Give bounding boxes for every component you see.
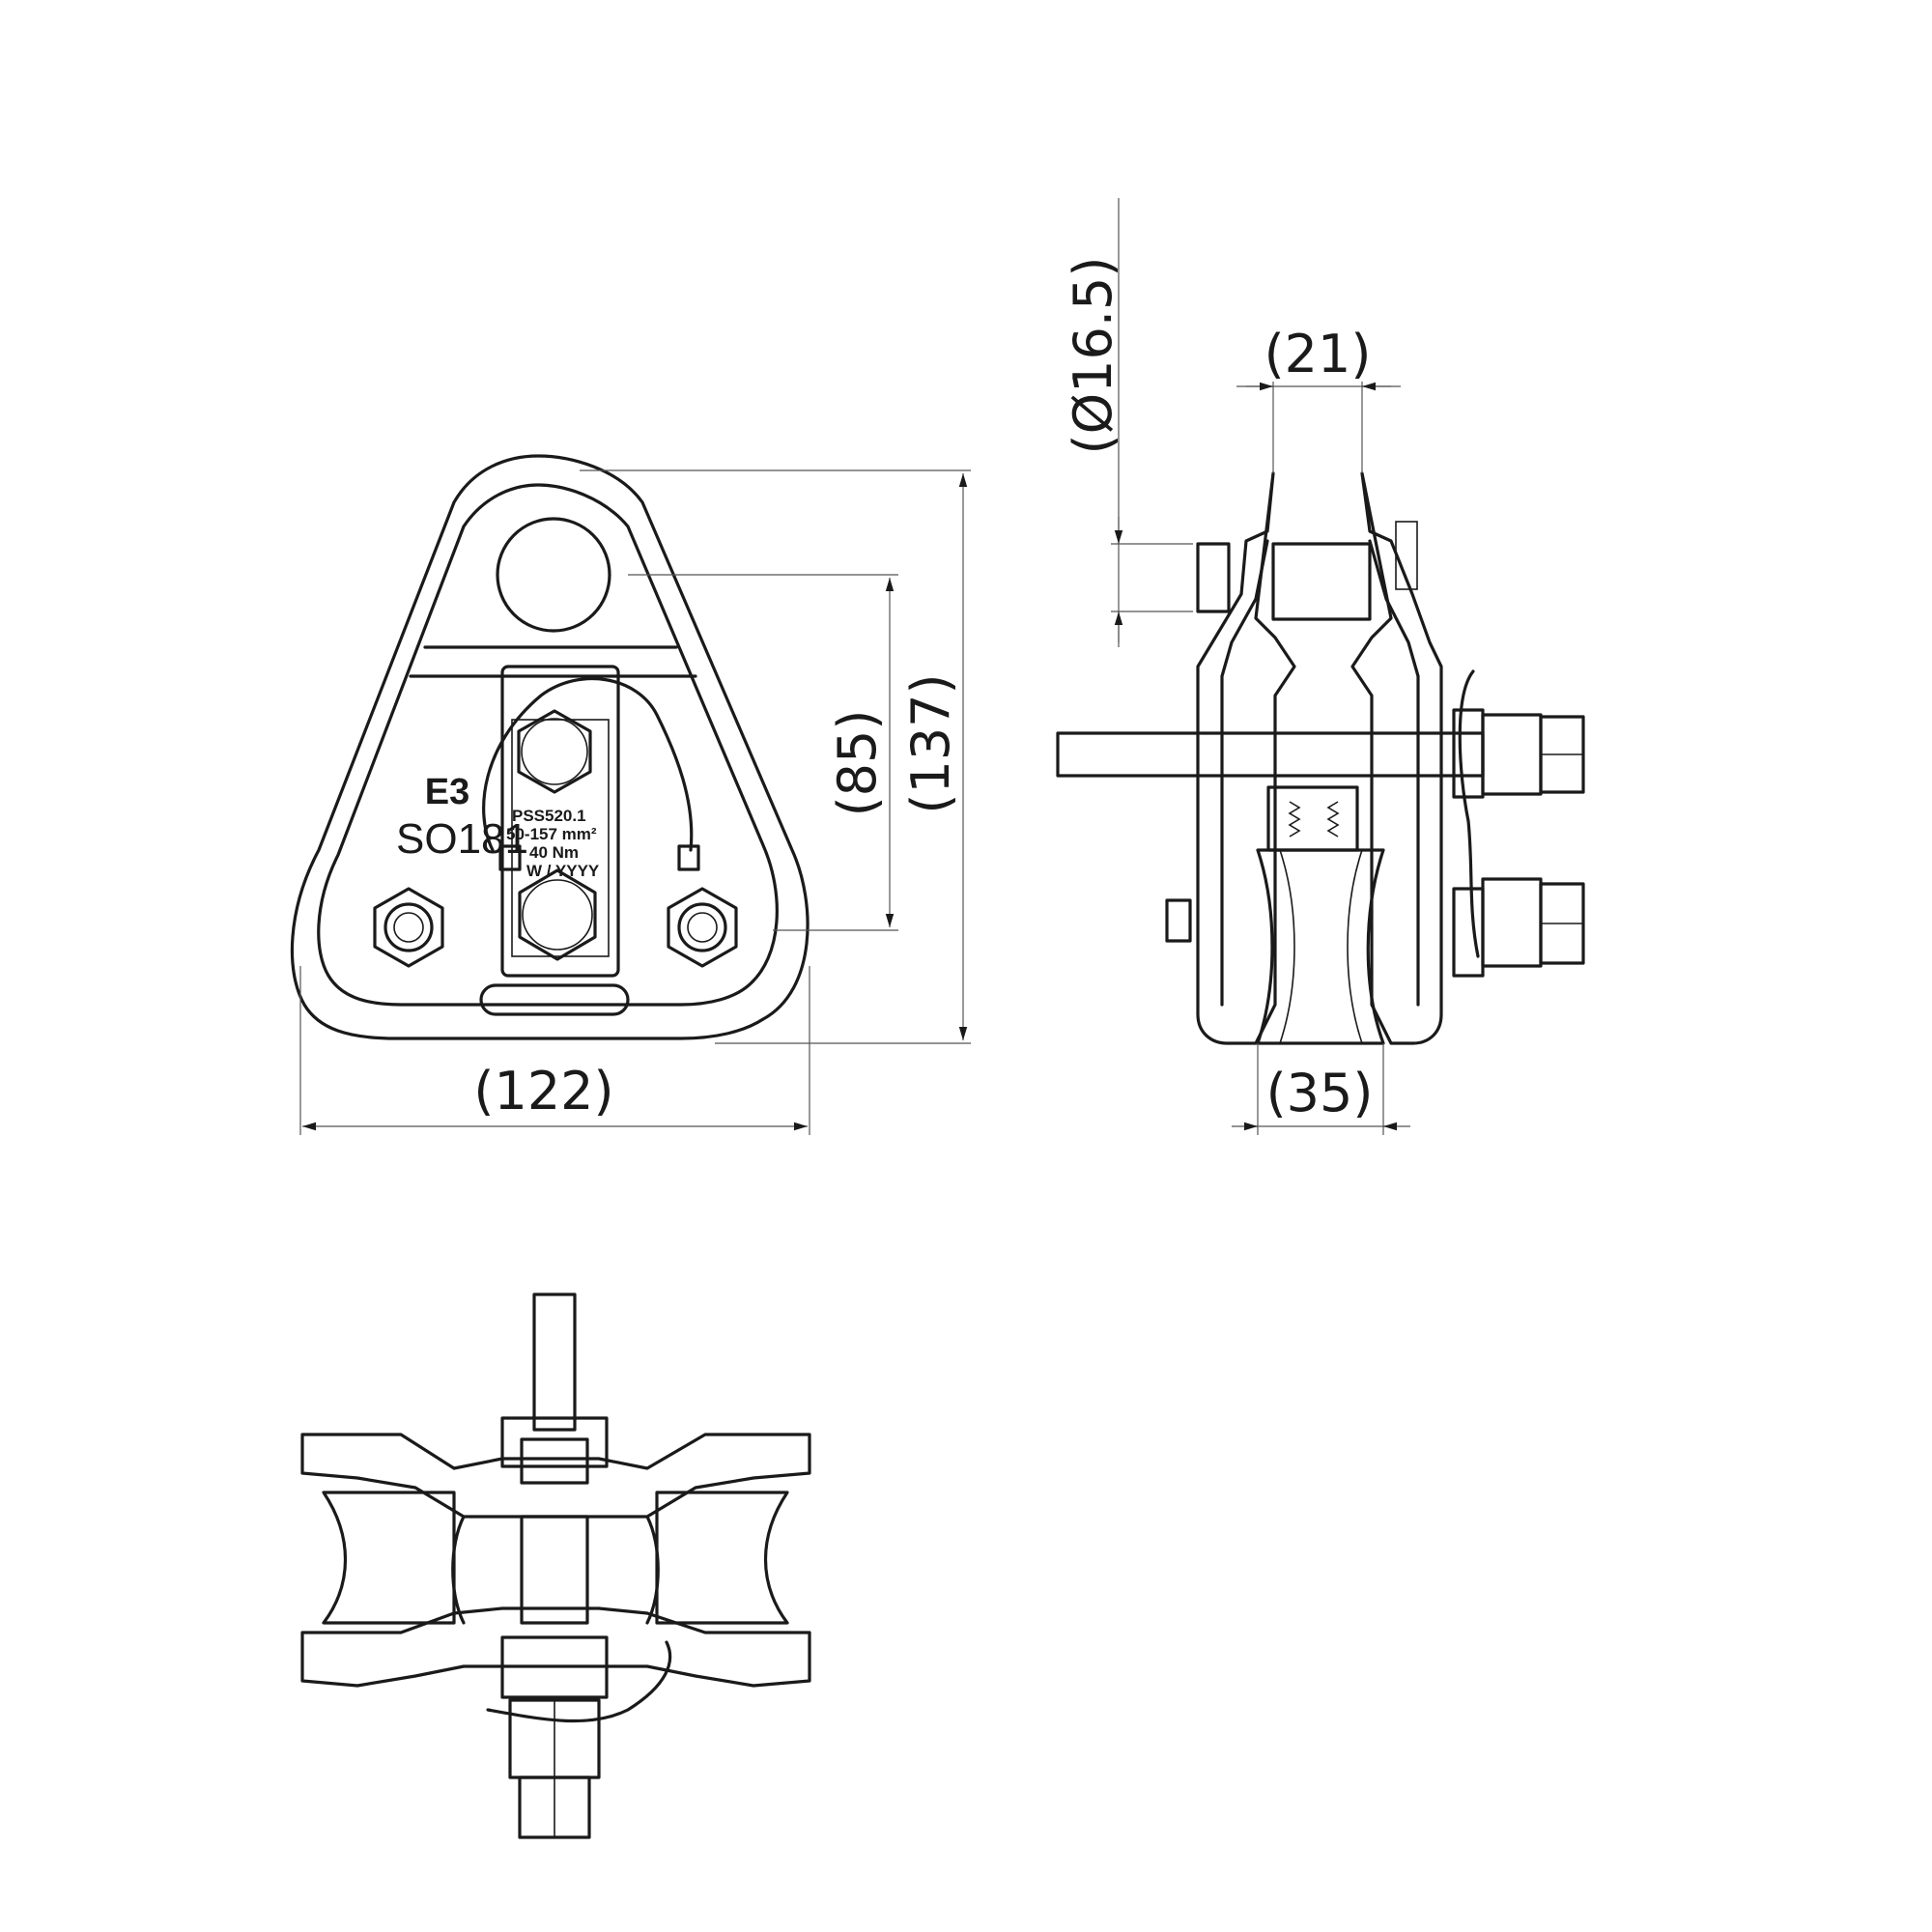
front-label-line-4: W / YYYY xyxy=(526,862,600,880)
bottom-lower-plate xyxy=(300,1606,811,1688)
front-lower-hex-nut-washer xyxy=(522,879,593,951)
bottom-upper-plate xyxy=(300,1433,811,1519)
front-hanger-hole xyxy=(496,517,611,633)
front-dimensions: (137) (85) (122) xyxy=(299,469,971,1135)
side-sheave-groove xyxy=(1279,849,1363,1044)
side-dimensions: (21) (35) (Ø16.5) xyxy=(1063,198,1410,1135)
side-left-plate-inner xyxy=(1220,539,1269,1007)
front-label-line-1: PSS520.1 xyxy=(512,807,586,825)
front-upper-hex-nut xyxy=(517,709,592,794)
front-bottom-slot xyxy=(479,983,630,1016)
side-left-stub xyxy=(1165,898,1192,943)
side-upper-washer xyxy=(1452,708,1485,799)
front-left-stud xyxy=(384,902,434,952)
side-left-plate xyxy=(1196,471,1296,1045)
side-clamp-teeth-left xyxy=(1288,801,1301,838)
bottom-lower-clamp xyxy=(500,1635,609,1699)
front-left-stud-core xyxy=(393,912,424,943)
front-plate-outline xyxy=(290,454,810,1040)
side-clamp-teeth-right xyxy=(1326,801,1340,838)
side-clamp-jaws xyxy=(1266,785,1359,852)
front-code-mark: SO181 xyxy=(396,815,528,863)
side-lower-washer xyxy=(1452,887,1485,978)
front-wire-lug-right xyxy=(677,844,700,871)
bottom-sheave xyxy=(322,1491,789,1625)
front-left-stud-nut xyxy=(373,887,444,968)
side-right-plate xyxy=(1350,471,1443,1045)
dim-text-85: (85) xyxy=(827,710,888,817)
front-shear-wire xyxy=(482,676,694,852)
side-shear-wire xyxy=(1458,669,1480,958)
side-right-plate-inner xyxy=(1368,539,1420,1007)
dim-text-35: (35) xyxy=(1266,1063,1374,1123)
front-wire-lug-left xyxy=(498,844,522,871)
dim-text-dia: (Ø16.5) xyxy=(1063,257,1123,455)
front-right-stud-core xyxy=(687,912,718,943)
bottom-shank xyxy=(532,1293,577,1432)
front-label-line-2: 50-157 mm² xyxy=(506,825,597,843)
front-logo-mark: E3 xyxy=(425,772,469,812)
bottom-upper-clamp-cap xyxy=(520,1437,589,1485)
front-clamp-plate xyxy=(500,665,620,978)
bottom-view xyxy=(300,1293,811,1839)
dim-text-137: (137) xyxy=(900,673,961,813)
side-lower-nut xyxy=(1481,877,1543,968)
side-hanger-pin-head xyxy=(1196,542,1231,613)
dim-text-21: (21) xyxy=(1264,324,1372,384)
bottom-shear-wire xyxy=(486,1640,672,1723)
front-right-stud xyxy=(677,902,727,952)
front-plate-inner-rim xyxy=(317,483,779,1007)
bottom-center-column xyxy=(520,1515,589,1625)
front-upper-hex-nut-washer xyxy=(521,718,588,785)
side-upper-nut xyxy=(1481,713,1543,796)
front-lower-hex-nut xyxy=(518,868,597,961)
front-right-stud-nut xyxy=(667,887,738,968)
front-view: E3 SO181 PSS520.1 50-157 mm² 40 Nm W / Y… xyxy=(290,454,810,1040)
dim-text-122: (122) xyxy=(473,1061,613,1122)
side-hanger-pin-tab xyxy=(1395,521,1418,590)
front-label-line-3: 40 Nm xyxy=(529,843,579,862)
bottom-upper-clamp xyxy=(500,1416,609,1468)
side-view xyxy=(1056,471,1585,1045)
side-hanger-pin xyxy=(1271,542,1372,621)
